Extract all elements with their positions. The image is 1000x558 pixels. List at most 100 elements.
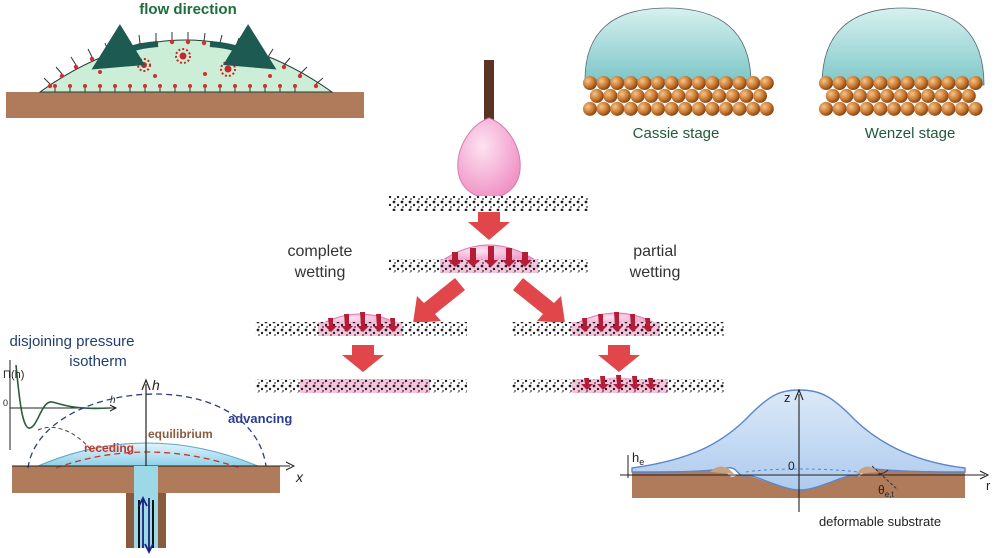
wenzel-beads [819, 76, 983, 116]
texture-bead [955, 76, 969, 90]
micelle-center [175, 48, 191, 64]
theta-label: θe,t [878, 483, 894, 499]
feed-tube-channel [134, 466, 158, 548]
arrow-diag-left [413, 278, 465, 323]
texture-bead [832, 101, 847, 116]
texture-bead [825, 88, 840, 103]
texture-bead [941, 101, 956, 116]
disjoining-title-line2: isotherm [69, 353, 127, 370]
isotherm-y-label: Π(h) [3, 369, 24, 381]
texture-bead [596, 101, 611, 116]
texture-bead [961, 88, 976, 103]
he-label: he [632, 450, 644, 467]
disjoining-substrate-left [12, 466, 134, 493]
texture-bead [725, 88, 740, 103]
texture-bead [739, 88, 754, 103]
texture-bead [887, 76, 901, 90]
flow-substrate [6, 92, 364, 118]
isotherm-x-label: h [110, 395, 116, 406]
texture-bead [589, 88, 604, 103]
cassie-beads [583, 76, 774, 116]
wetting-panel: complete wetting partial wetting [255, 60, 724, 393]
disjoining-substrate-right [158, 466, 280, 493]
texture-bead [719, 76, 733, 90]
texture-bead [819, 76, 833, 90]
isotherm-zero: 0 [3, 398, 8, 408]
texture-bead [893, 88, 908, 103]
partial-wetting-line1: partial [633, 243, 677, 260]
wenzel-stage-label: Wenzel stage [865, 125, 956, 142]
texture-bead [623, 76, 638, 90]
flow-down-arrow [144, 498, 154, 555]
flow-droplet [38, 39, 334, 93]
deformable-substrate-panel: z r 0 he θe,t deformable substrate [620, 388, 991, 529]
feed-tube-inner-left [138, 500, 140, 548]
texture-bead [900, 76, 915, 90]
texture-bead [617, 88, 631, 103]
texture-bead [759, 101, 774, 116]
texture-bead [873, 76, 888, 90]
flow-direction-panel: flow direction [6, 1, 364, 118]
wetting-ridge-right [856, 466, 878, 474]
receding-contour [55, 451, 241, 469]
texture-bead [880, 88, 895, 103]
texture-bead [610, 76, 625, 90]
texture-bead [859, 101, 874, 116]
texture-bead [941, 76, 956, 90]
flow-arrow-left [91, 24, 159, 70]
texture-bead [907, 88, 922, 103]
theta-main: θ [878, 483, 885, 497]
texture-bead [583, 76, 597, 90]
complete-wetting-line1: complete [288, 243, 353, 260]
r-axis-label: r [986, 478, 991, 493]
texture-bead [698, 88, 713, 103]
feed-tube-inner-right [152, 500, 154, 548]
texture-bead [583, 101, 597, 116]
advancing-contour [27, 393, 267, 469]
texture-bead [664, 101, 679, 116]
texture-bead [705, 76, 720, 90]
cassie-stage-panel: Cassie stage [583, 7, 774, 142]
texture-bead [968, 101, 983, 116]
texture-bead [719, 101, 733, 116]
texture-bead [914, 76, 929, 90]
texture-bead [934, 88, 949, 103]
texture-bead [759, 76, 774, 90]
texture-bead [685, 88, 699, 103]
texture-bead [753, 88, 767, 103]
texture-bead [846, 101, 861, 116]
texture-bead [623, 101, 638, 116]
texture-bead [657, 88, 672, 103]
cassie-droplet-cap [584, 7, 752, 81]
texture-bead [819, 101, 833, 116]
texture-bead [866, 88, 881, 103]
texture-bead [630, 88, 645, 103]
texture-bead [637, 101, 652, 116]
x-axis-label: x [295, 469, 304, 485]
arrow-diag-right [513, 278, 565, 323]
arrow-down-right-branch [598, 345, 640, 372]
flow-arrow-right [209, 24, 277, 70]
texture-bead [746, 76, 761, 90]
texture-bead [887, 101, 901, 116]
partial-wetting-line2: wetting [629, 264, 681, 281]
texture-bead [705, 101, 720, 116]
contact-angle-arc [877, 469, 889, 475]
texture-bead [678, 101, 693, 116]
substrate-surfactant-tails [54, 88, 296, 92]
equilibrium-label: equilibrium [148, 427, 213, 441]
disjoining-pressure-panel: disjoining pressure isotherm Π(h) h 0 h … [3, 333, 304, 555]
texture-bead [671, 88, 686, 103]
flow-up-arrow [138, 495, 148, 548]
texture-bead [921, 88, 935, 103]
disjoining-title-line1: disjoining pressure [9, 333, 134, 350]
complete-wetting-line2: wetting [294, 264, 346, 281]
receding-label: receding [84, 441, 134, 455]
texture-bead [691, 76, 706, 90]
undeformed-dashed-surface [745, 468, 859, 473]
imbibition-arrows-4-right [581, 375, 657, 390]
texture-bead [596, 76, 611, 90]
equilibrium-drop [37, 442, 259, 467]
texture-bead [968, 76, 983, 90]
